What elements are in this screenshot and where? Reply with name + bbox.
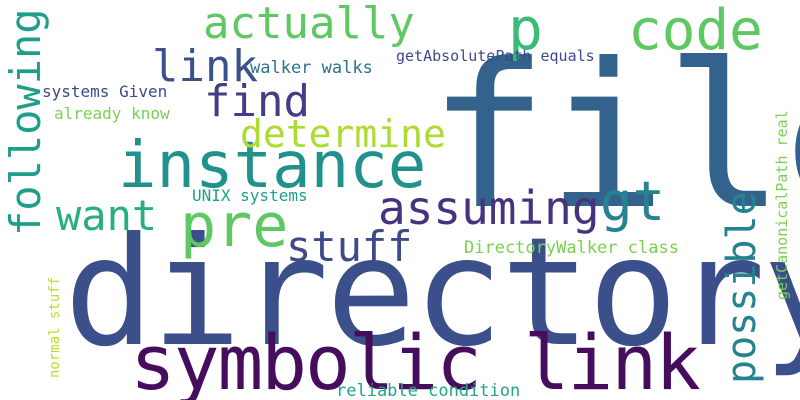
word-directory: directory [64, 206, 800, 380]
word-actually: actually [203, 0, 415, 49]
word-getcanonicalpath-real: getCanonicalPath real [773, 110, 791, 300]
word-getabsolutepath-equals: getAbsolutePath equals [396, 47, 595, 65]
word-directorywalker-class: DirectoryWalker class [464, 238, 679, 258]
word-instance: instance [118, 129, 427, 203]
word-walker-walks: walker walks [250, 58, 373, 78]
word-code: code [628, 0, 763, 63]
word-file: file [428, 21, 800, 254]
word-gt: gt [600, 170, 666, 233]
word-reliable-condition: reliable condition [336, 381, 521, 400]
word-want: want [56, 191, 158, 240]
word-systems-given: systems Given [42, 82, 168, 101]
word-pre: pre [180, 191, 289, 261]
word-p: p [508, 0, 543, 63]
word-unix-systems: UNIX systems [192, 186, 308, 205]
word-already-know: already know [54, 104, 170, 123]
word-stuff: stuff [286, 222, 413, 271]
word-symbolic-link: symbolic link [130, 318, 701, 400]
word-normal-stuff: normal stuff [47, 276, 63, 378]
word-possible: possible [719, 191, 765, 384]
word-link: link [152, 41, 258, 92]
word-following: following [1, 8, 50, 236]
word-find: find [204, 76, 310, 127]
word-determine: determine [240, 112, 446, 156]
word-assuming: assuming [378, 181, 600, 235]
